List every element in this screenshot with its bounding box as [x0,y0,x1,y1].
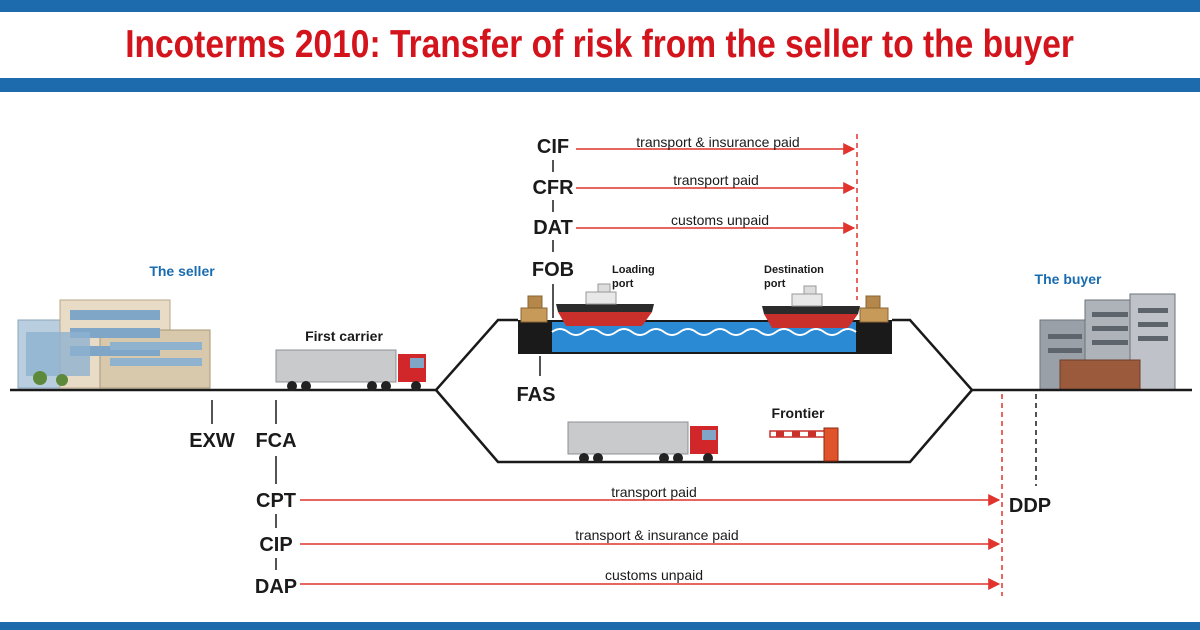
page-title: Incoterms 2010: Transfer of risk from th… [125,23,1075,66]
buyer-label: The buyer [1035,271,1102,287]
cip-arrow-label: transport & insurance paid [575,527,738,543]
cpt-arrow-label: transport paid [611,484,697,500]
term-cip: CIP [259,534,292,556]
seller-building-icon [17,299,211,389]
road-truck-icon [567,421,718,463]
term-ddp: DDP [1009,495,1051,517]
header-band: Incoterms 2010: Transfer of risk from th… [0,0,1200,92]
cfr-arrow-label: transport paid [673,172,759,188]
dap-arrow-label: customs unpaid [605,567,703,583]
term-cif: CIF [537,136,569,158]
footer-band [0,622,1200,630]
frontier-label: Frontier [772,405,825,421]
destination-port-label-line2: port [764,278,786,290]
loading-port-label-line1: Loading [612,264,655,276]
term-exw: EXW [189,430,235,452]
term-dap: DAP [255,576,297,598]
term-fca: FCA [255,430,296,452]
dat-arrow-label: customs unpaid [671,212,769,228]
buyer-building-icon [1039,293,1176,391]
term-cfr: CFR [532,177,574,199]
destination-ship-icon [762,285,860,328]
destination-port-label-line1: Destination [764,264,824,276]
frontier-barrier-icon [769,427,839,462]
header-title-area: Incoterms 2010: Transfer of risk from th… [0,12,1200,78]
cif-arrow-label: transport & insurance paid [636,134,799,150]
term-cpt: CPT [256,490,296,512]
first-carrier-truck-icon [275,349,426,391]
route-path [10,318,1192,464]
term-dat: DAT [533,217,573,239]
loading-port-label-line2: port [612,278,634,290]
term-fob: FOB [532,259,574,281]
term-fas: FAS [517,384,556,406]
first-carrier-label: First carrier [305,328,383,344]
loading-ship-icon [556,283,654,326]
seller-label: The seller [149,263,215,279]
